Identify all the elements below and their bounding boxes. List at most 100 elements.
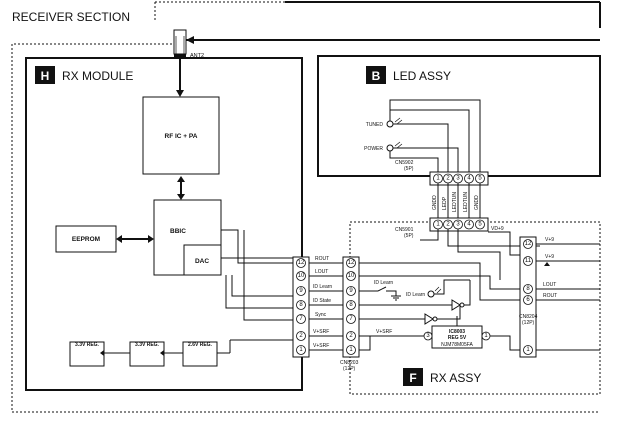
led-assy-title: LED ASSY (393, 69, 451, 83)
antenna-base (174, 54, 186, 59)
cn8204-pins: 12 11 8 6 1 (523, 239, 533, 355)
power-led-rays-icon (394, 141, 403, 149)
id-learn-switch-icon (377, 286, 387, 292)
vd9-label: VD+9 (491, 226, 504, 232)
cn5901-pins: 1 2 3 4 5 (433, 219, 485, 230)
svg-text:8: 8 (349, 302, 353, 308)
svg-text:LEDTUN: LEDTUN (452, 192, 458, 212)
svg-text:4: 4 (467, 176, 471, 182)
inverter-2-out (437, 305, 461, 320)
reg-3v3-a (69, 341, 105, 367)
ic8003-pin-in-label: 3 (426, 333, 430, 339)
sig-vsrf-2: V+SRF (313, 343, 329, 349)
cn8204-sig-v9-b: V+9 (545, 254, 554, 260)
rf-bbic-arrow-up-icon (177, 176, 185, 182)
id-learn-led-icon (427, 290, 435, 298)
rf-bbic-arrow-down-icon (177, 194, 185, 200)
svg-text:12: 12 (298, 260, 305, 266)
sig-vsrf-1: V+SRF (313, 329, 329, 335)
section-title: RECEIVER SECTION (12, 10, 130, 24)
inverter-1-icon (451, 299, 461, 311)
svg-text:9: 9 (299, 288, 303, 294)
svg-text:12: 12 (525, 241, 532, 247)
svg-text:8: 8 (526, 286, 530, 292)
cn5901-gnd-trace (420, 229, 439, 241)
antenna-arrow-icon (176, 90, 184, 97)
tuned-led-rays-icon (394, 117, 403, 125)
led-link-wires (437, 183, 481, 218)
lout-trace (359, 275, 520, 290)
svg-text:2: 2 (299, 333, 303, 339)
inverter-1-out (464, 280, 471, 306)
svg-text:1: 1 (436, 222, 440, 228)
rf-ic-block (142, 96, 220, 175)
rx-module-letter: H (41, 69, 50, 83)
ic8003-part: NJM78M05FA (441, 342, 473, 348)
svg-text:1: 1 (436, 176, 440, 182)
gnd-return (389, 99, 481, 172)
tuned-led-icon (386, 120, 394, 128)
svg-text:9: 9 (349, 288, 353, 294)
svg-text:12: 12 (348, 260, 355, 266)
v9-arrow-icon (544, 262, 550, 266)
id-learn-switch-label: ID Learn (374, 280, 393, 286)
ic8003-out-trace (490, 335, 520, 351)
sig-sync: Sync (315, 312, 327, 318)
svg-text:GNDD: GNDD (432, 195, 438, 210)
bbic-id-learn-trace (231, 275, 293, 297)
svg-text:10: 10 (298, 273, 305, 279)
svg-text:LEDP: LEDP (442, 196, 448, 210)
svg-text:2: 2 (446, 176, 450, 182)
led-link-labels: GNDD LEDP LEDTUN LEDTUN GNDD (432, 192, 480, 212)
cn8203-pins: 12 10 9 8 7 2 1 (346, 258, 356, 355)
cn5902-pins-count: (5P) (404, 166, 414, 172)
rx-assy-letter-badge (403, 368, 423, 386)
bbic-sync-trace (243, 230, 293, 321)
svg-text:GNDD: GNDD (474, 195, 480, 210)
inter-connector-wires (309, 262, 343, 351)
cn8204-sig-rout: ROUT (543, 293, 557, 299)
eeprom-arrow-left-icon (116, 235, 122, 243)
id-learn-switch-out (386, 290, 397, 296)
power-led-icon (386, 144, 394, 152)
vd9-trace (488, 231, 520, 256)
cn8204-pins-count: (12P) (522, 320, 535, 326)
rx-module-letter-badge (35, 66, 55, 84)
rout-trace (359, 262, 520, 301)
svg-text:5: 5 (478, 176, 482, 182)
svg-text:11: 11 (525, 258, 532, 264)
reg-2v6 (182, 341, 218, 367)
ic8003-pin-in (423, 331, 433, 341)
cn8203-label: CN8203 (340, 360, 359, 366)
cn5901-trace-3 (457, 229, 501, 280)
receiver-enclosure (11, 43, 600, 413)
cn5901-trace-2 (447, 229, 540, 247)
ic8003-type: REG 5V (448, 335, 467, 341)
svg-text:1: 1 (299, 347, 303, 353)
rx-assy-box (349, 221, 601, 395)
id-learn-led-rays-icon (434, 286, 442, 294)
rx-assy-letter: F (409, 371, 416, 385)
rf-ic-label: RF IC + PA (165, 133, 198, 140)
svg-text:LEDTUN: LEDTUN (463, 192, 469, 212)
bbic-rout-trace (221, 229, 293, 264)
sig-lout: LOUT (315, 269, 328, 275)
dac-label: DAC (195, 258, 209, 265)
bbic-id-state-trace (225, 275, 293, 309)
rx-module-connector-pins: 12 10 9 8 7 2 1 (296, 258, 306, 355)
svg-text:6: 6 (526, 297, 530, 303)
reg-3v3-a-label: 3.3V REG. (75, 342, 100, 348)
id-learn-led-label: ID Learn (406, 292, 425, 298)
reg-3v3-b (129, 341, 165, 367)
svg-text:1: 1 (526, 347, 530, 353)
rx-module-box (25, 57, 303, 391)
cn5901-pins-count: (5P) (404, 233, 414, 239)
sig-rout: ROUT (315, 256, 329, 262)
svg-text:3: 3 (456, 222, 460, 228)
cn8204-label: CN8204 (519, 314, 538, 320)
inverter-1-bubble-icon (459, 302, 465, 308)
tuned-led-label: TUNED (366, 122, 384, 128)
svg-text:2: 2 (349, 333, 353, 339)
